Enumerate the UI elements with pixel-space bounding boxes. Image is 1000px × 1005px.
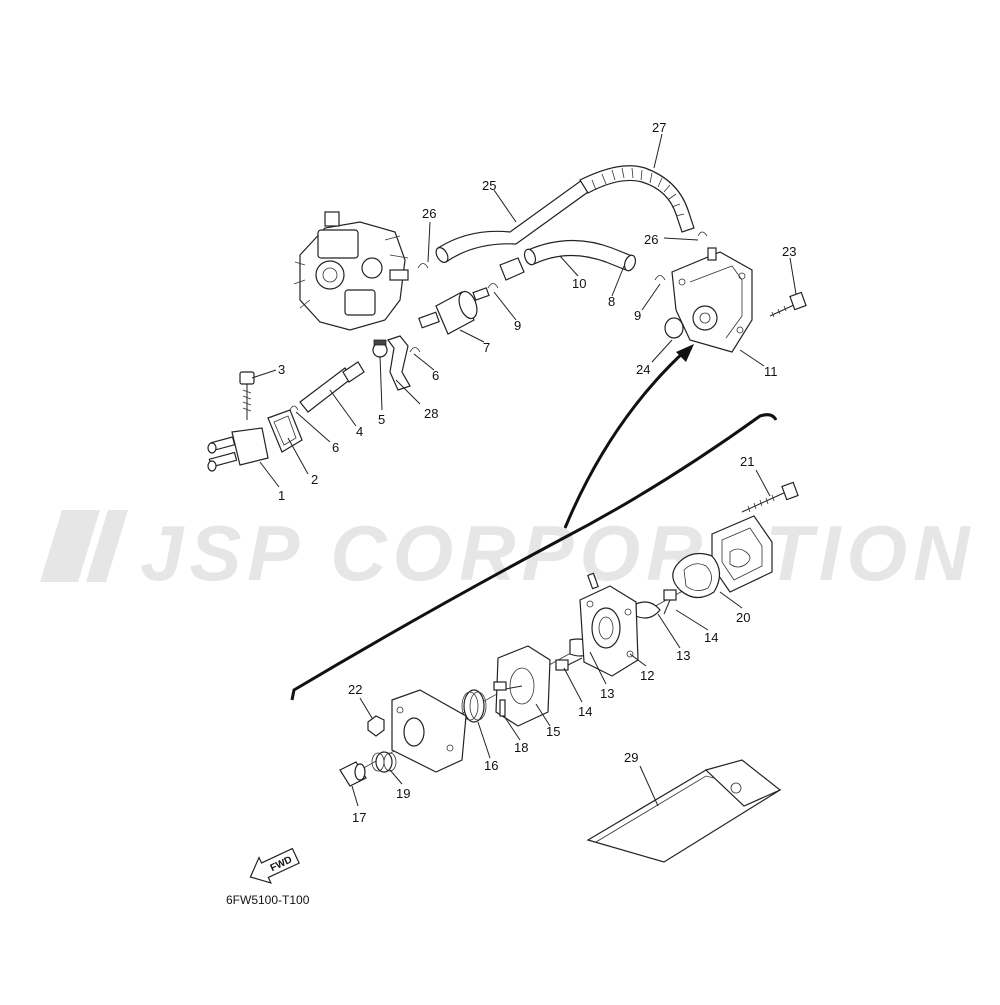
watermark: JSP CORPORATION [40, 509, 975, 597]
callout-20: 20 [736, 610, 750, 625]
valve-upper [635, 601, 661, 619]
callout-17: 17 [352, 810, 366, 825]
explode-arrow-head [676, 344, 694, 362]
callout-26-right: 26 [644, 232, 658, 247]
pump-body [579, 572, 639, 677]
callout-5: 5 [378, 412, 385, 427]
o-ring [664, 317, 684, 339]
explode-arrow-line [563, 348, 688, 529]
callout-19: 19 [396, 786, 410, 801]
callout-labels: 1 2 3 4 5 6 6 7 8 9 9 10 11 12 13 13 14 … [278, 120, 796, 825]
clip-6-lower [289, 405, 299, 411]
callout-11: 11 [764, 364, 778, 379]
hose-clip [372, 339, 388, 358]
callout-14-lower: 14 [578, 704, 592, 719]
callout-1: 1 [278, 488, 285, 503]
callout-4: 4 [356, 424, 363, 439]
callout-22: 22 [348, 682, 362, 697]
pump-bolt [769, 291, 807, 318]
clip-26-right [697, 231, 708, 237]
callout-18: 18 [514, 740, 528, 755]
clamp-holder [387, 335, 411, 391]
callout-2: 2 [311, 472, 318, 487]
callout-25: 25 [482, 178, 496, 193]
leader-lines-top [251, 133, 797, 488]
spring-16 [461, 689, 487, 723]
fuel-filter [418, 287, 490, 335]
pump-plate [493, 645, 551, 727]
fwd-arrow: FWD [249, 847, 300, 884]
clip-9-left [487, 283, 499, 289]
carburetor-assembly [293, 211, 409, 331]
callout-8: 8 [608, 294, 615, 309]
gasket [267, 409, 303, 453]
callout-13-lower: 13 [600, 686, 614, 701]
callout-6-upper: 6 [432, 368, 439, 383]
callout-9-left: 9 [514, 318, 521, 333]
watermark-text: JSP CORPORATION [140, 509, 975, 597]
protector-tube [579, 165, 695, 233]
nut [367, 715, 385, 737]
bolt [239, 371, 255, 420]
callout-28: 28 [424, 406, 438, 421]
leader-lines-bottom [351, 469, 771, 807]
pin [499, 699, 506, 717]
diagram-code: 6FW5100-T100 [226, 893, 310, 907]
callout-21: 21 [740, 454, 754, 469]
callout-10: 10 [572, 276, 586, 291]
clip-26-left [417, 263, 429, 269]
callout-12: 12 [640, 668, 654, 683]
callout-13-upper: 13 [676, 648, 690, 663]
fuel-hose-10 [499, 257, 525, 281]
long-bolt [741, 481, 799, 513]
callout-7: 7 [483, 340, 490, 355]
callout-15: 15 [546, 724, 560, 739]
fuel-hose-8 [527, 239, 633, 271]
callout-29: 29 [624, 750, 638, 765]
callout-27: 27 [652, 120, 666, 135]
diaphragm [672, 553, 721, 599]
pump-housing [391, 689, 467, 773]
screw-upper [663, 589, 677, 615]
callout-14-upper: 14 [704, 630, 718, 645]
fuel-joint [207, 427, 269, 472]
exploded-view-boundary [290, 413, 778, 701]
callout-3: 3 [278, 362, 285, 377]
spring-19 [371, 751, 397, 773]
callout-16: 16 [484, 758, 498, 773]
callout-23: 23 [782, 244, 796, 259]
instruction-pouch [586, 759, 782, 863]
clip-6-upper [409, 347, 421, 353]
screw-lower [555, 657, 583, 671]
plunger [339, 761, 367, 787]
clip-9-right [654, 275, 666, 281]
callout-6-lower: 6 [332, 440, 339, 455]
fuel-pump-assembly [671, 247, 753, 353]
hose-small [342, 361, 365, 383]
callout-9-right: 9 [634, 308, 641, 323]
callout-26-left: 26 [422, 206, 436, 221]
callout-24: 24 [636, 362, 650, 377]
